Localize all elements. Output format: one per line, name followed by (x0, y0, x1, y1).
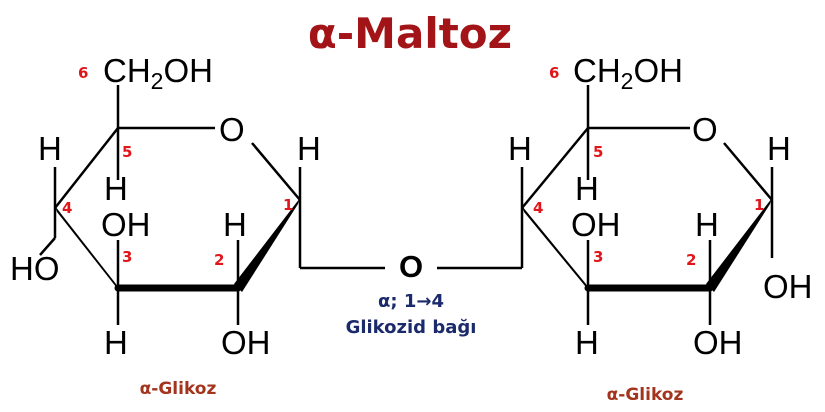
left-c3-hydrogen: H (104, 324, 128, 361)
left-unit-label: α-Glikoz (140, 379, 217, 399)
left-c4-hydrogen: H (38, 130, 62, 167)
left-ring-oxygen: O (219, 111, 245, 148)
left-o-c1-bond (251, 142, 301, 201)
right-carbon-number-2: 2 (686, 251, 696, 269)
arrow-icon: → (416, 291, 431, 312)
left-c5-c4-bond (54, 127, 119, 209)
left-c1-hydrogen: H (297, 130, 321, 167)
right-ring-bonds (520, 85, 774, 325)
left-carbon-number-6: 6 (78, 64, 88, 82)
left-carbon-number-1: 1 (283, 196, 293, 214)
right-c2-hydroxyl: OH (693, 324, 743, 361)
left-carbon-number-2: 2 (214, 251, 224, 269)
left-c4-ho-bond (39, 237, 56, 256)
left-c4-c3-wedge (55, 206, 120, 292)
right-c1-hydrogen: H (767, 130, 791, 167)
right-o-c1-bond (723, 142, 773, 201)
left-ring-bonds (39, 85, 385, 325)
right-c1-hydroxyl: OH (763, 268, 813, 305)
right-glucose-unit: CH2OH O H H H OH H OH H OH 1 2 3 4 5 6 α… (508, 52, 813, 405)
right-unit-label: α-Glikoz (607, 385, 684, 405)
right-carbon-number-6: 6 (549, 64, 559, 82)
right-c6-group: CH2OH (573, 52, 683, 94)
left-c1-c2-wedge (234, 198, 300, 292)
left-c6-group: CH2OH (103, 52, 213, 94)
right-carbon-number-3: 3 (593, 248, 603, 266)
diagram-title: α-Maltoz (308, 9, 512, 58)
left-c2-hydroxyl: OH (221, 324, 271, 361)
right-c4-c3-wedge (522, 206, 590, 292)
right-c1-c2-wedge (706, 198, 772, 292)
right-ring-oxygen: O (692, 111, 718, 148)
right-carbon-number-5: 5 (593, 143, 603, 161)
right-c5-c4-bond (521, 127, 589, 209)
glycosidic-bond-label: Glikozid bağı (346, 317, 477, 338)
bond-type-label: α; 1→4 (378, 291, 444, 312)
right-c3-hydroxyl: OH (571, 206, 621, 243)
right-carbon-number-4: 4 (533, 199, 543, 217)
left-glucose-unit: CH2OH O H H H OH H HO H OH 1 2 3 4 5 6 α… (10, 52, 385, 399)
left-carbon-number-3: 3 (122, 248, 132, 266)
left-c4-hydroxyl: HO (10, 250, 60, 287)
left-carbon-number-4: 4 (62, 199, 72, 217)
right-carbon-number-1: 1 (754, 196, 764, 214)
right-c2-hydrogen: H (695, 206, 719, 243)
left-c2-hydrogen: H (223, 206, 247, 243)
bridge-oxygen: O (399, 249, 423, 284)
left-c5-hydrogen: H (104, 170, 128, 207)
right-c5-hydrogen: H (575, 170, 599, 207)
left-c3-hydroxyl: OH (101, 206, 151, 243)
left-carbon-number-5: 5 (122, 143, 132, 161)
right-c4-hydrogen: H (508, 130, 532, 167)
right-c3-hydrogen: H (575, 324, 599, 361)
glycosidic-bridge: O α; 1→4 Glikozid bağı (346, 249, 522, 338)
